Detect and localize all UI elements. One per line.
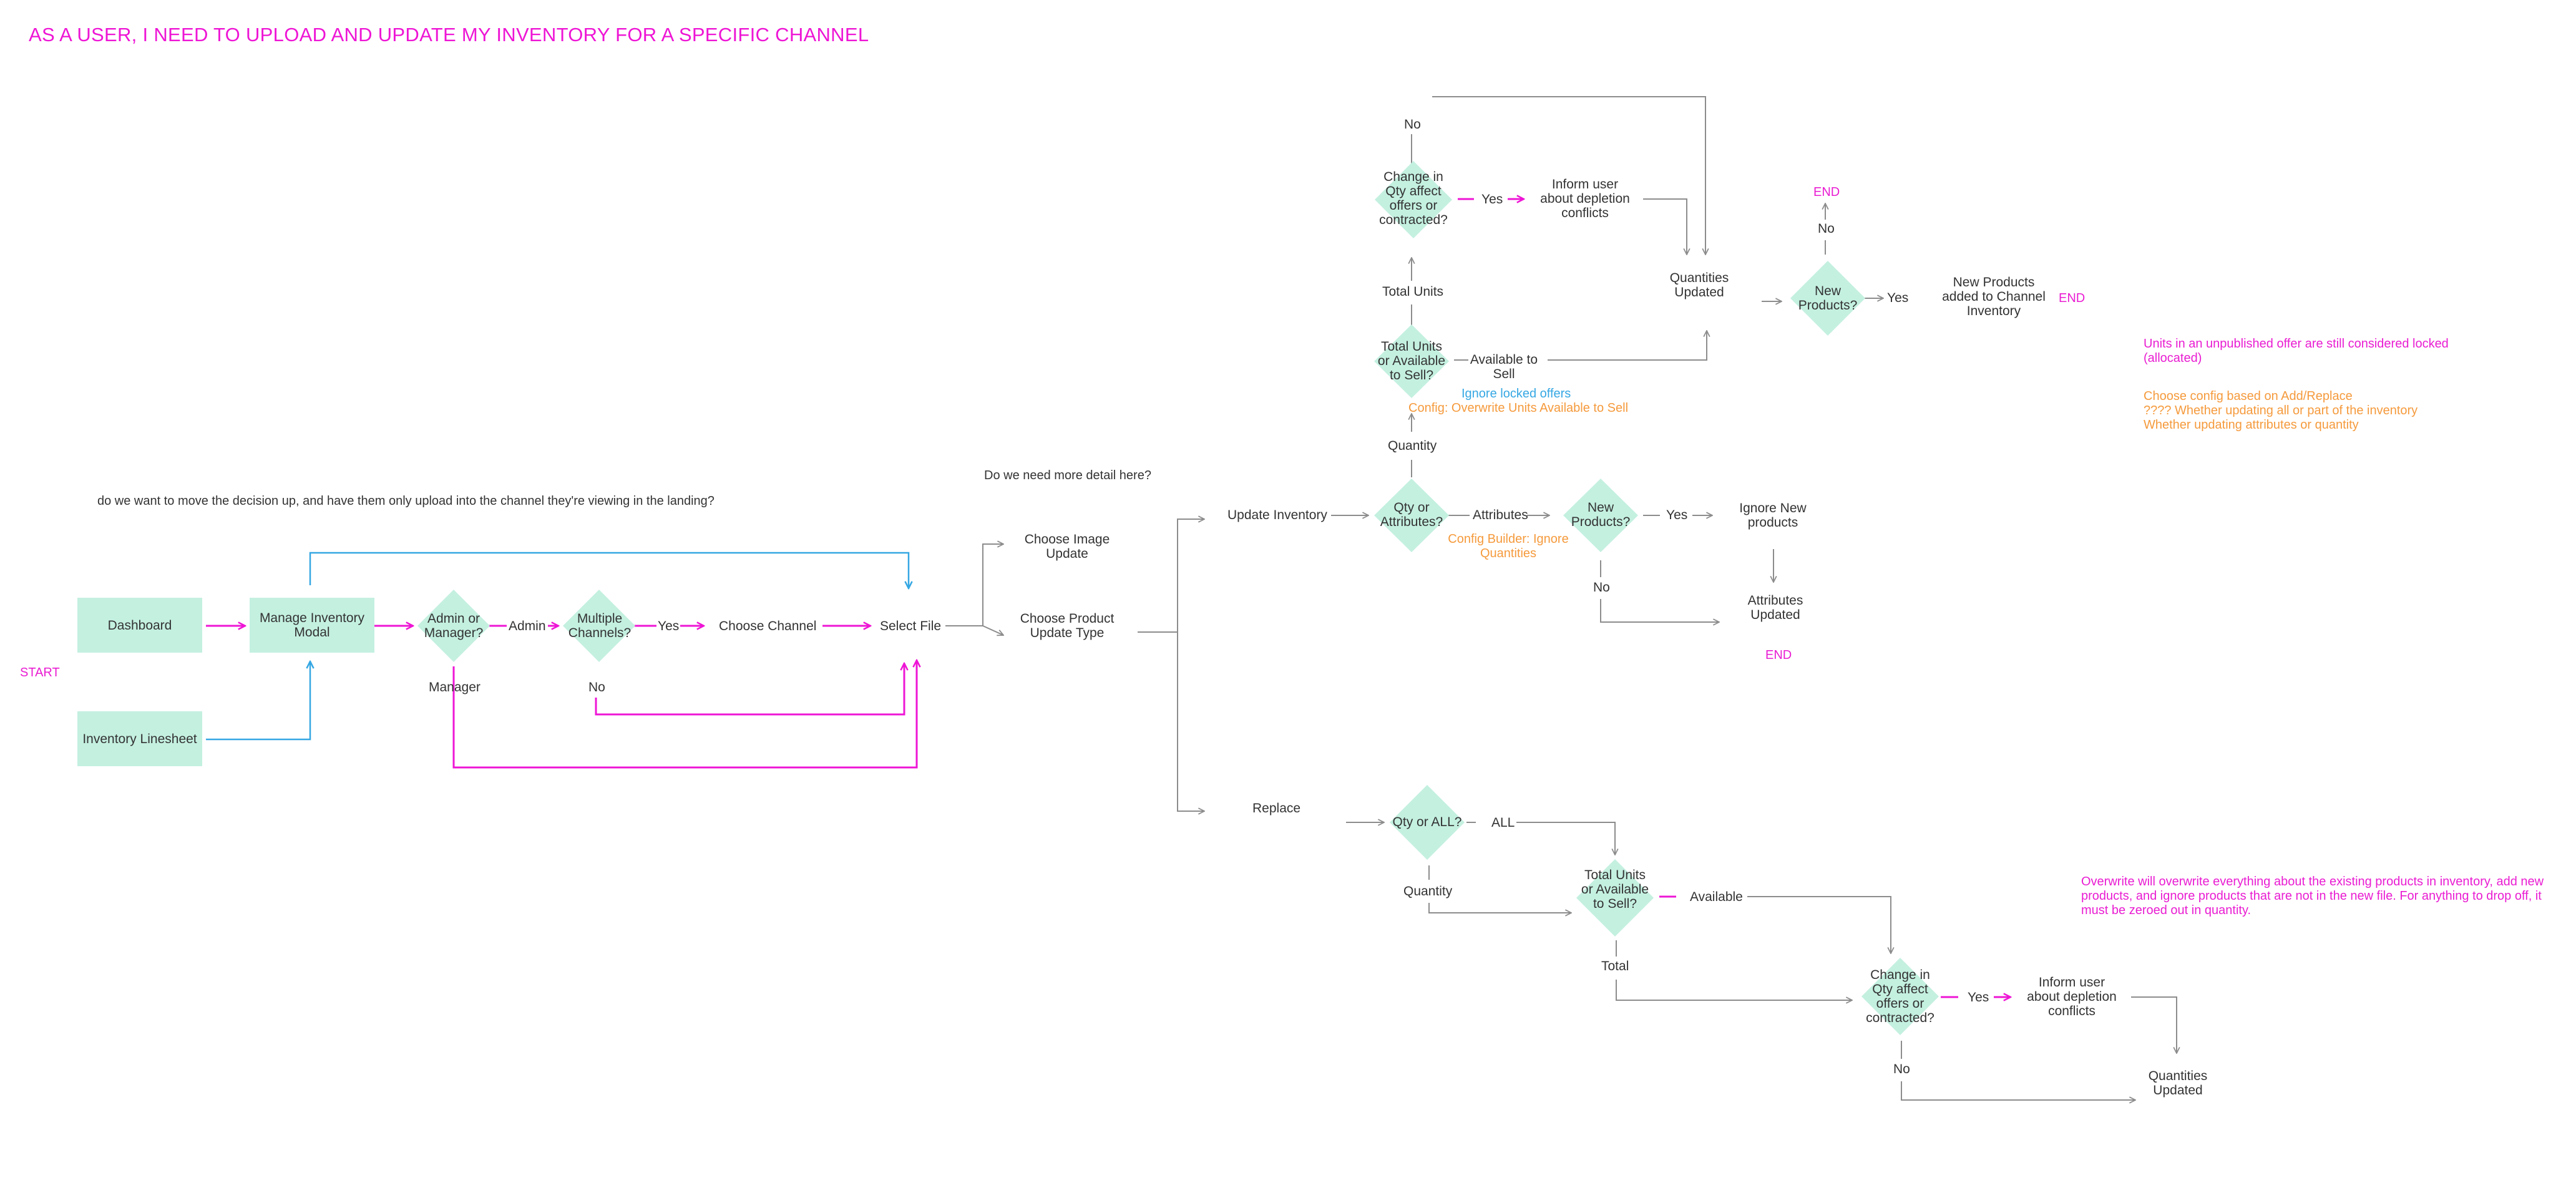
dashboard-label: Dashboard: [107, 618, 172, 633]
end-new-products-label: END: [2059, 291, 2086, 305]
total-or-available-top-diamond: [1374, 324, 1449, 398]
change-qty-bottom-label: Change in Qty affect offers or contracte…: [1866, 968, 1934, 1025]
inform-user-bottom-node: Inform user about depletion conflicts: [2027, 975, 2117, 1018]
detail-question-note: Do we need more detail here?: [984, 469, 1151, 482]
choose-product-update-type-node[interactable]: Choose Product Update Type: [1020, 611, 1115, 640]
qty-or-all-label: Qty or ALL?: [1392, 815, 1462, 829]
decision-question-note: do we want to move the decision up, and …: [97, 494, 715, 508]
edge-label-available-to-sell: Available to Sell: [1470, 353, 1538, 381]
page-title: AS A USER, I NEED TO UPLOAD AND UPDATE M…: [29, 24, 869, 46]
grey-flow-lines: [945, 96, 2177, 1100]
choose-channel-node[interactable]: Choose Channel: [719, 619, 817, 633]
total-or-available-bottom-label: Total Units or Available to Sell?: [1581, 868, 1649, 911]
edge-label-total-units: Total Units: [1382, 285, 1444, 299]
change-qty-top-diamond: [1375, 161, 1452, 238]
admin-or-manager-label: Admin or Manager?: [424, 611, 484, 640]
new-products-attr-label: New Products?: [1571, 500, 1631, 529]
multiple-channels-diamond: [563, 590, 635, 662]
new-products-top-diamond: [1790, 261, 1865, 336]
edge-manager-selectfile: [452, 660, 917, 769]
edge-label-yes-channels: Yes: [658, 619, 680, 633]
edge-selectfile-split: [945, 544, 1003, 626]
whether-updating-attrs-note: Whether updating attributes or quantity: [2144, 418, 2359, 432]
inventory-linesheet-label: Inventory Linesheet: [82, 731, 197, 746]
new-products-top-label: New Products?: [1798, 284, 1858, 313]
edge-total-change-bottom: [1616, 980, 1852, 1000]
overwrite-note: Overwrite will overwrite everything abou…: [2081, 875, 2544, 917]
multiple-channels-label: Multiple Channels?: [568, 611, 632, 640]
total-or-available-top-label: Total Units or Available to Sell?: [1377, 339, 1446, 382]
units-unpublished-note: Units in an unpublished offer are still …: [2144, 337, 2449, 365]
edge-available-change-bottom: [1747, 896, 1891, 953]
whether-updating-all-note: ???? Whether updating all or part of the…: [2144, 404, 2418, 417]
qty-or-attributes-diamond: [1374, 479, 1449, 552]
end-attributes-label: END: [1765, 648, 1792, 662]
decision-diamonds: [417, 161, 1939, 1035]
edge-label-quantity: Quantity: [1388, 439, 1437, 453]
quantities-updated-top-node: Quantities Updated: [1669, 271, 1729, 299]
edge-label-total: Total: [1601, 959, 1629, 973]
edge-inform-qtyupdated: [1643, 198, 1687, 255]
edge-label-manager: Manager: [429, 680, 481, 694]
magenta-flow-lines: [206, 199, 2011, 997]
edge-inform-qtyupdated-bottom: [2131, 996, 2177, 1053]
choose-image-update-node[interactable]: Choose Image Update: [1024, 532, 1110, 561]
edge-label-no-new-top: No: [1818, 222, 1835, 236]
edge-label-available: Available: [1690, 890, 1743, 904]
replace-node[interactable]: Replace: [1252, 801, 1301, 816]
edge-quantity-total-bottom: [1428, 903, 1571, 913]
edge-linesheet-modal: [206, 661, 310, 741]
edge-modal-selectfile-loop: [309, 552, 909, 588]
update-inventory-node[interactable]: Update Inventory: [1227, 508, 1327, 522]
edge-no-selectfile: [595, 663, 904, 716]
edge-all-total-bottom: [1516, 822, 1615, 855]
choose-config-note: Choose config based on Add/Replace: [2144, 389, 2353, 403]
edge-label-attributes: Attributes: [1473, 508, 1528, 522]
edge-no-qtyupdated: [1432, 96, 1705, 255]
edge-label-yes-new-attr: Yes: [1666, 508, 1688, 522]
edge-label-yes-new-top: Yes: [1887, 291, 1909, 305]
ignore-new-products-node: Ignore New products: [1739, 501, 1807, 530]
new-products-attr-diamond: [1563, 479, 1638, 552]
edge-label-yes-change-top: Yes: [1481, 192, 1503, 207]
end-top-label: END: [1813, 185, 1840, 199]
blue-flow-lines: [206, 552, 909, 741]
edge-no-qtyupdated-bottom: [1901, 1081, 2135, 1100]
total-or-available-bottom-diamond: [1576, 859, 1654, 937]
edge-available-qtyupdated: [1548, 331, 1707, 361]
inventory-linesheet-node[interactable]: Inventory Linesheet: [77, 711, 202, 766]
ignore-locked-offers-note: Ignore locked offers: [1461, 387, 1571, 401]
manage-inventory-modal-node[interactable]: Manage Inventory Modal: [250, 598, 374, 653]
config-overwrite-note: Config: Overwrite Units Available to Sel…: [1408, 401, 1629, 415]
select-file-node[interactable]: Select File: [880, 619, 942, 633]
attributes-updated-node: Attributes Updated: [1747, 593, 1803, 622]
inform-user-top-node: Inform user about depletion conflicts: [1540, 177, 1630, 220]
dashboard-node[interactable]: Dashboard: [77, 598, 202, 653]
edge-label-admin: Admin: [509, 619, 546, 633]
edge-label-no-change-bottom: No: [1893, 1062, 1910, 1076]
edge-label-no-new-attr: No: [1593, 580, 1610, 595]
change-qty-bottom-diamond: [1861, 958, 1939, 1035]
qty-or-attributes-label: Qty or Attributes?: [1380, 500, 1443, 529]
edge-label-all: ALL: [1491, 816, 1515, 830]
edge-split-product: [982, 625, 1003, 635]
edge-label-no-channels: No: [588, 680, 605, 694]
edge-branch-replace: [1177, 632, 1204, 811]
edge-label-yes-change-bottom: Yes: [1968, 990, 1989, 1005]
manage-inventory-modal-label: Manage Inventory Modal: [259, 611, 365, 640]
change-qty-top-label: Change in Qty affect offers or contracte…: [1379, 170, 1448, 227]
start-label: START: [20, 666, 60, 679]
config-builder-ignore-note: Config Builder: Ignore Quantities: [1448, 532, 1569, 560]
edge-no-attrupdated: [1600, 599, 1719, 622]
edge-label-no-change-top: No: [1404, 117, 1421, 132]
admin-or-manager-diamond: [417, 590, 490, 662]
edge-label-quantity-replace: Quantity: [1403, 884, 1453, 898]
new-products-added-node: New Products added to Channel Inventory: [1942, 275, 2046, 318]
edge-product-branch: [1138, 519, 1204, 633]
qty-or-all-diamond: [1390, 785, 1465, 860]
quantities-updated-bottom-node: Quantities Updated: [2148, 1069, 2208, 1098]
